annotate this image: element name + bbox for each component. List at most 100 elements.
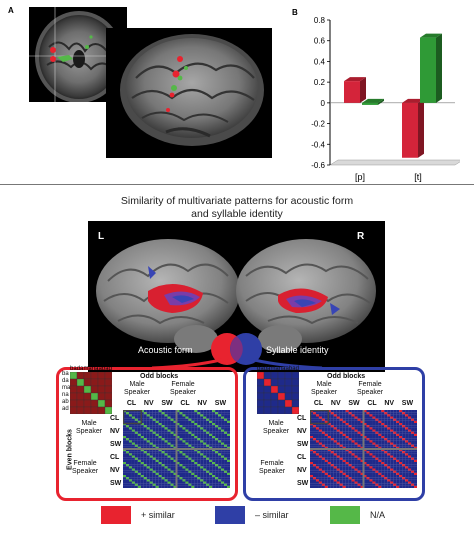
matrix-cell: [188, 483, 192, 486]
matrix-cell: [378, 429, 382, 432]
matrix-cell: [179, 472, 183, 476]
matrix-cell: [161, 438, 165, 441]
matrix-cell: [402, 425, 406, 428]
matrix-cell: [396, 453, 400, 456]
matrix-cell: [125, 455, 129, 458]
matrix-cell: [310, 472, 314, 476]
matrix-cell: [203, 425, 207, 428]
matrix-cell: [330, 425, 334, 428]
matrix-cell: [381, 470, 385, 473]
matrix-cell: [357, 418, 361, 421]
matrix-cell: [375, 451, 379, 454]
matrix-cell: [209, 485, 213, 488]
matrix-cell: [351, 444, 355, 447]
matrix-cell: [179, 477, 183, 480]
matrix-cell: [360, 477, 364, 480]
matrix-cell: [372, 466, 376, 469]
matrix-cell: [342, 468, 346, 471]
matrix-cell: [336, 466, 340, 469]
matrix-cell: [188, 416, 192, 419]
matrix-cell: [357, 472, 361, 476]
matrix-cell: [330, 470, 334, 473]
matrix-cell: [372, 444, 376, 447]
matrix-cell: [315, 429, 319, 432]
matrix-cell: [366, 442, 370, 445]
matrix-cell: [164, 459, 168, 463]
matrix-cell: [185, 414, 189, 417]
matrix-cell: [182, 436, 186, 439]
matrix-cell: [312, 485, 316, 488]
matrix-cell: [170, 433, 174, 437]
matrix-cell: [218, 427, 222, 430]
matrix-cell: [318, 427, 322, 430]
matrix-cell: [378, 444, 382, 447]
matrix-cell: [393, 475, 397, 478]
matrix-cell: [134, 416, 138, 419]
matrix-cell: [318, 440, 322, 443]
matrix-cell: [167, 485, 171, 488]
matrix-cell: [173, 462, 177, 465]
matrix-cell: [330, 431, 334, 434]
matrix-cell: [396, 444, 400, 447]
matrix-cell: [149, 459, 153, 463]
matrix-cell: [345, 457, 349, 460]
matrix-cell: [218, 485, 222, 488]
matrix-cell: [381, 433, 385, 437]
matrix-cell: [381, 466, 385, 469]
matrix-cell: [125, 440, 129, 443]
matrix-cell: [164, 427, 168, 430]
matrix-cell: [357, 446, 361, 450]
matrix-cell: [402, 416, 406, 419]
matrix-cell: [170, 455, 174, 458]
matrix-cell: [167, 444, 171, 447]
matrix-cell: [393, 453, 397, 456]
matrix-cell: [405, 475, 409, 478]
matrix-cell: [321, 444, 325, 447]
matrix-cell: [339, 416, 343, 419]
matrix-cell: [197, 429, 201, 432]
matrix-cell: [152, 459, 156, 463]
matrix-cell: [384, 451, 388, 454]
matrix-cell: [191, 451, 195, 454]
matrix-cell: [128, 464, 132, 467]
matrix-cell: [194, 438, 198, 441]
matrix-cell: [76, 392, 85, 401]
matrix-cell: [209, 429, 213, 432]
matrix-cell: [191, 485, 195, 488]
matrix-cell: [224, 485, 228, 488]
matrix-cell: [224, 481, 228, 484]
matrix-cell: [125, 414, 129, 417]
matrix-cell: [360, 427, 364, 430]
matrix-cell: [185, 442, 189, 445]
matrix-cell: [152, 429, 156, 432]
matrix-cell: [90, 385, 99, 394]
matrix-cell: [194, 468, 198, 471]
matrix-cell: [333, 464, 337, 467]
matrix-cell: [396, 416, 400, 419]
matrix-cell: [354, 412, 358, 415]
matrix-cell: [170, 485, 174, 488]
matrix-cell: [321, 466, 325, 469]
matrix-cell: [330, 414, 334, 417]
matrix-cell: [384, 457, 388, 460]
matrix-cell: [221, 455, 225, 458]
matrix-cell: [405, 444, 409, 447]
matrix-cell: [378, 436, 382, 439]
matrix-cell: [146, 433, 150, 437]
matrix-cell: [152, 412, 156, 415]
matrix-cell: [354, 455, 358, 458]
matrix-cell: [182, 423, 186, 426]
matrix-cell: [224, 431, 228, 434]
matrix-cell: [327, 418, 331, 421]
matrix-cell: [321, 455, 325, 458]
matrix-cell: [381, 477, 385, 480]
matrix-cell: [149, 440, 153, 443]
matrix-cell: [155, 442, 159, 445]
matrix-cell: [366, 479, 370, 482]
matrix-cell: [324, 427, 328, 430]
matrix-cell: [161, 477, 165, 480]
matrix-cell: [312, 483, 316, 486]
matrix-cell: [140, 451, 144, 454]
matrix-cell: [387, 414, 391, 417]
